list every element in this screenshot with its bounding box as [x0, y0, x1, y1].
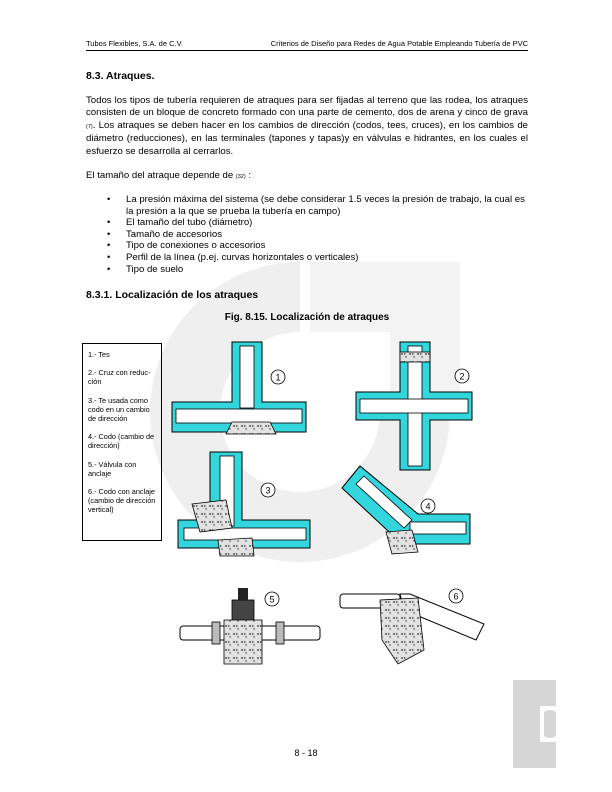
- paragraph-1: Todos los tipos de tubería requieren de …: [86, 95, 528, 158]
- diagram-valve: 5: [179, 588, 321, 665]
- paragraph-1-text-a: Todos los tipos de tubería requieren de …: [86, 95, 528, 119]
- header-left: Tubos Flexibles, S.A. de C.V.: [86, 39, 183, 48]
- bullet-icon: •: [107, 194, 111, 205]
- legend-item: 5.- Válvula con anclaje: [88, 459, 137, 478]
- diagram-number: 2: [459, 372, 464, 382]
- page-number: 8 - 18: [294, 748, 318, 758]
- diagram-number: 3: [265, 486, 270, 496]
- list-item: •Tipo de suelo: [107, 263, 184, 275]
- list-item: •El tamaño del tubo (diámetro): [107, 217, 253, 229]
- legend-item: 3.- Te usada como codo en un cambio de d…: [88, 395, 150, 424]
- diagram-cross: 2: [355, 341, 473, 471]
- citation-ref: (32): [235, 174, 246, 180]
- list-item: •Tamaño de accesorios: [107, 228, 222, 240]
- header-right: Criterios de Diseño para Redes de Agua P…: [270, 39, 528, 48]
- diagram-number: 5: [269, 595, 274, 605]
- subsection-title: 8.3.1. Localización de los atraques: [86, 289, 259, 301]
- paragraph-1-text-b: . Los atraques se deben hacer en los cam…: [86, 119, 528, 157]
- corner-logo: [513, 680, 556, 768]
- diagram-number: 6: [453, 592, 458, 602]
- bullet-icon: •: [107, 217, 111, 229]
- diagram-vertical-elbow: 6: [339, 588, 485, 665]
- diagram-number: 1: [275, 373, 280, 383]
- list-item: •La presión máxima del sistema (se debe …: [107, 194, 525, 217]
- diagram-number: 4: [425, 502, 430, 512]
- diagram-tee: 1: [171, 341, 307, 435]
- legend-item: 4.- Codo (cambio de dirección): [88, 432, 155, 451]
- paragraph-2: El tamaño del atraque depende de (32) :: [86, 170, 528, 183]
- bullet-icon: •: [107, 251, 111, 263]
- legend-item: 2.- Cruz con reduc-ción: [88, 368, 151, 387]
- citation-ref: (7): [86, 123, 93, 130]
- figure-legend: 1.- Tes 2.- Cruz con reduc-ción 3.- Te u…: [82, 343, 162, 541]
- diagram-tee-elbow: 3: [177, 451, 311, 557]
- list-item: •Tipo de conexiones o accesorios: [107, 240, 266, 252]
- list-item: •Perfil de la línea (p.ej. curvas horizo…: [107, 251, 359, 263]
- bullet-icon: •: [107, 240, 111, 252]
- paragraph-2-text-b: :: [248, 170, 252, 181]
- bullet-icon: •: [107, 263, 111, 275]
- section-title: 8.3. Atraques.: [86, 70, 155, 82]
- factor-list: •La presión máxima del sistema (se debe …: [102, 194, 528, 275]
- legend-item: 6.- Codo con anclaje (cambio de direcció…: [88, 487, 156, 515]
- paragraph-2-text-a: El tamaño del atraque depende de: [86, 170, 234, 181]
- legend-item: 1.- Tes: [88, 350, 110, 359]
- diagram-elbow: 4: [341, 465, 471, 555]
- header-rule: [86, 50, 528, 51]
- figure-caption: Fig. 8.15. Localización de atraques: [224, 312, 390, 323]
- bullet-icon: •: [107, 228, 111, 240]
